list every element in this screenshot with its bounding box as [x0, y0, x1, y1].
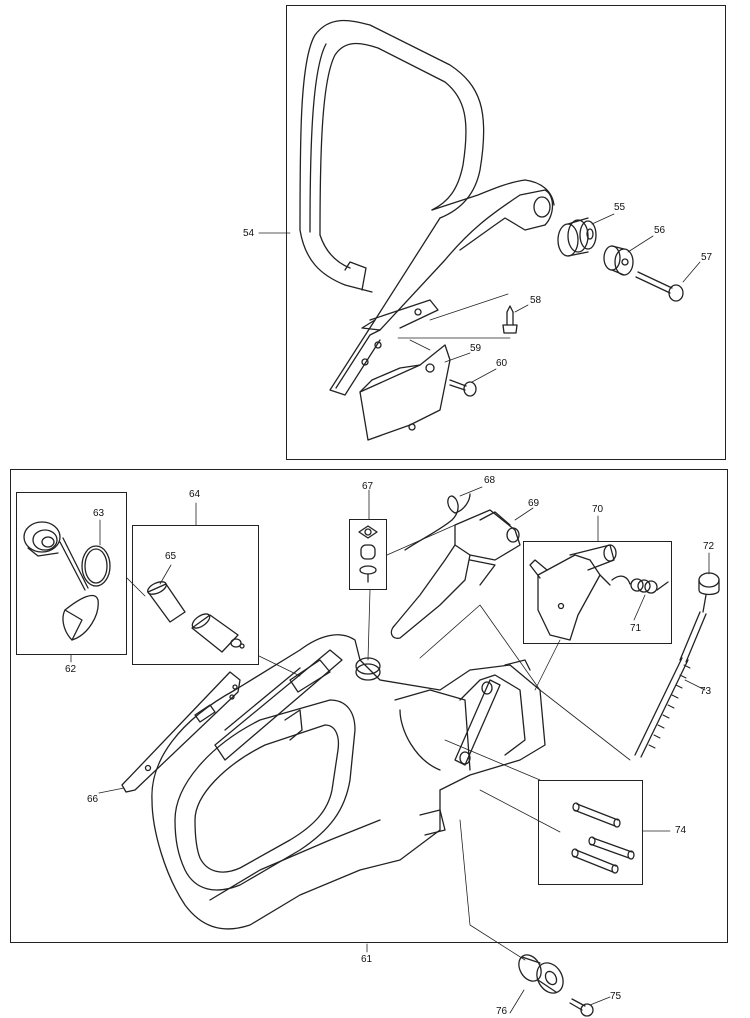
group-70-box	[523, 541, 672, 644]
rubber-buffer-55	[557, 217, 597, 257]
bracket-plate-66	[121, 671, 241, 793]
upper-assembly-frame	[286, 5, 726, 460]
rubber-cap-72	[698, 572, 720, 596]
screw-75	[569, 998, 594, 1017]
label-57: 57	[701, 252, 713, 263]
label-61: 61	[361, 954, 373, 965]
label-71: 71	[630, 623, 642, 634]
small-parts-67	[358, 525, 378, 583]
label-68: 68	[484, 475, 496, 486]
filter-65	[147, 581, 245, 653]
label-60: 60	[496, 358, 508, 369]
label-55: 55	[614, 202, 626, 213]
lower-assembly-frame	[10, 469, 728, 943]
label-70: 70	[592, 504, 604, 515]
label-73: 73	[700, 686, 712, 697]
torsion-spring-71	[611, 575, 669, 594]
pins-74	[571, 802, 635, 874]
screw-58	[502, 305, 518, 334]
label-72: 72	[703, 541, 715, 552]
group-67-box	[349, 519, 387, 590]
label-64: 64	[189, 489, 201, 500]
label-56: 56	[654, 225, 666, 236]
screw-60	[449, 379, 477, 397]
label-76: 76	[496, 1006, 508, 1017]
throttle-trigger-69	[390, 509, 521, 639]
label-75: 75	[610, 991, 622, 1002]
fuel-cap-62	[23, 521, 99, 641]
label-58: 58	[530, 295, 542, 306]
label-67: 67	[362, 481, 374, 492]
bolt-57	[635, 271, 684, 302]
lever-assembly-70	[529, 544, 617, 641]
collar-56	[603, 245, 634, 276]
group-74-box	[538, 780, 643, 885]
spring-68	[404, 493, 471, 551]
label-54: 54	[243, 228, 255, 239]
group-64-box	[132, 525, 259, 665]
cable-73	[634, 594, 707, 758]
label-63: 63	[93, 508, 105, 519]
front-handle-bar	[299, 19, 555, 396]
o-ring-63	[81, 545, 111, 587]
label-74: 74	[675, 825, 687, 836]
handle-guard-plate	[359, 344, 451, 441]
rubber-bush-76	[518, 954, 564, 994]
label-59: 59	[470, 343, 482, 354]
label-62: 62	[65, 664, 77, 675]
label-69: 69	[528, 498, 540, 509]
label-66: 66	[87, 794, 99, 805]
label-65: 65	[165, 551, 177, 562]
rear-handle-housing	[151, 634, 546, 930]
group-62-box	[16, 492, 127, 655]
